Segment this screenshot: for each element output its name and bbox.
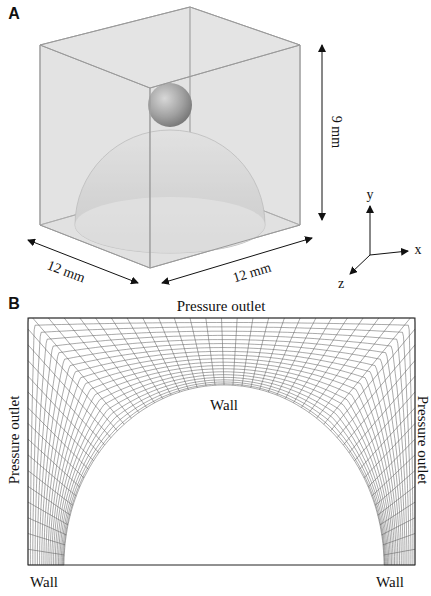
- mesh-border: [28, 318, 415, 565]
- mesh-lines: [28, 318, 415, 565]
- dimension-arrows: [28, 45, 322, 283]
- domain-box: [40, 7, 300, 268]
- boundary-label: Wall: [208, 397, 240, 414]
- boundary-label: Pressure outlet: [177, 299, 266, 314]
- axis-label: x: [415, 243, 422, 257]
- axis-label: y: [367, 188, 374, 202]
- boundary-label: Wall: [30, 575, 58, 590]
- boundary-label: Pressure outlet: [7, 396, 22, 485]
- axes: [350, 206, 408, 274]
- mesh: [28, 318, 415, 565]
- dimension-label: 12 mm: [231, 261, 273, 286]
- dimension-label: 9 mm: [329, 116, 343, 148]
- axis-label: z: [338, 277, 344, 291]
- boundary-label: Wall: [376, 575, 404, 590]
- box-front-edges: [40, 7, 300, 268]
- panel-letter: A: [8, 6, 20, 22]
- panel-letter: B: [8, 296, 20, 312]
- boundary-label: Pressure outlet: [415, 396, 430, 485]
- dimension-label: 12 mm: [45, 258, 87, 285]
